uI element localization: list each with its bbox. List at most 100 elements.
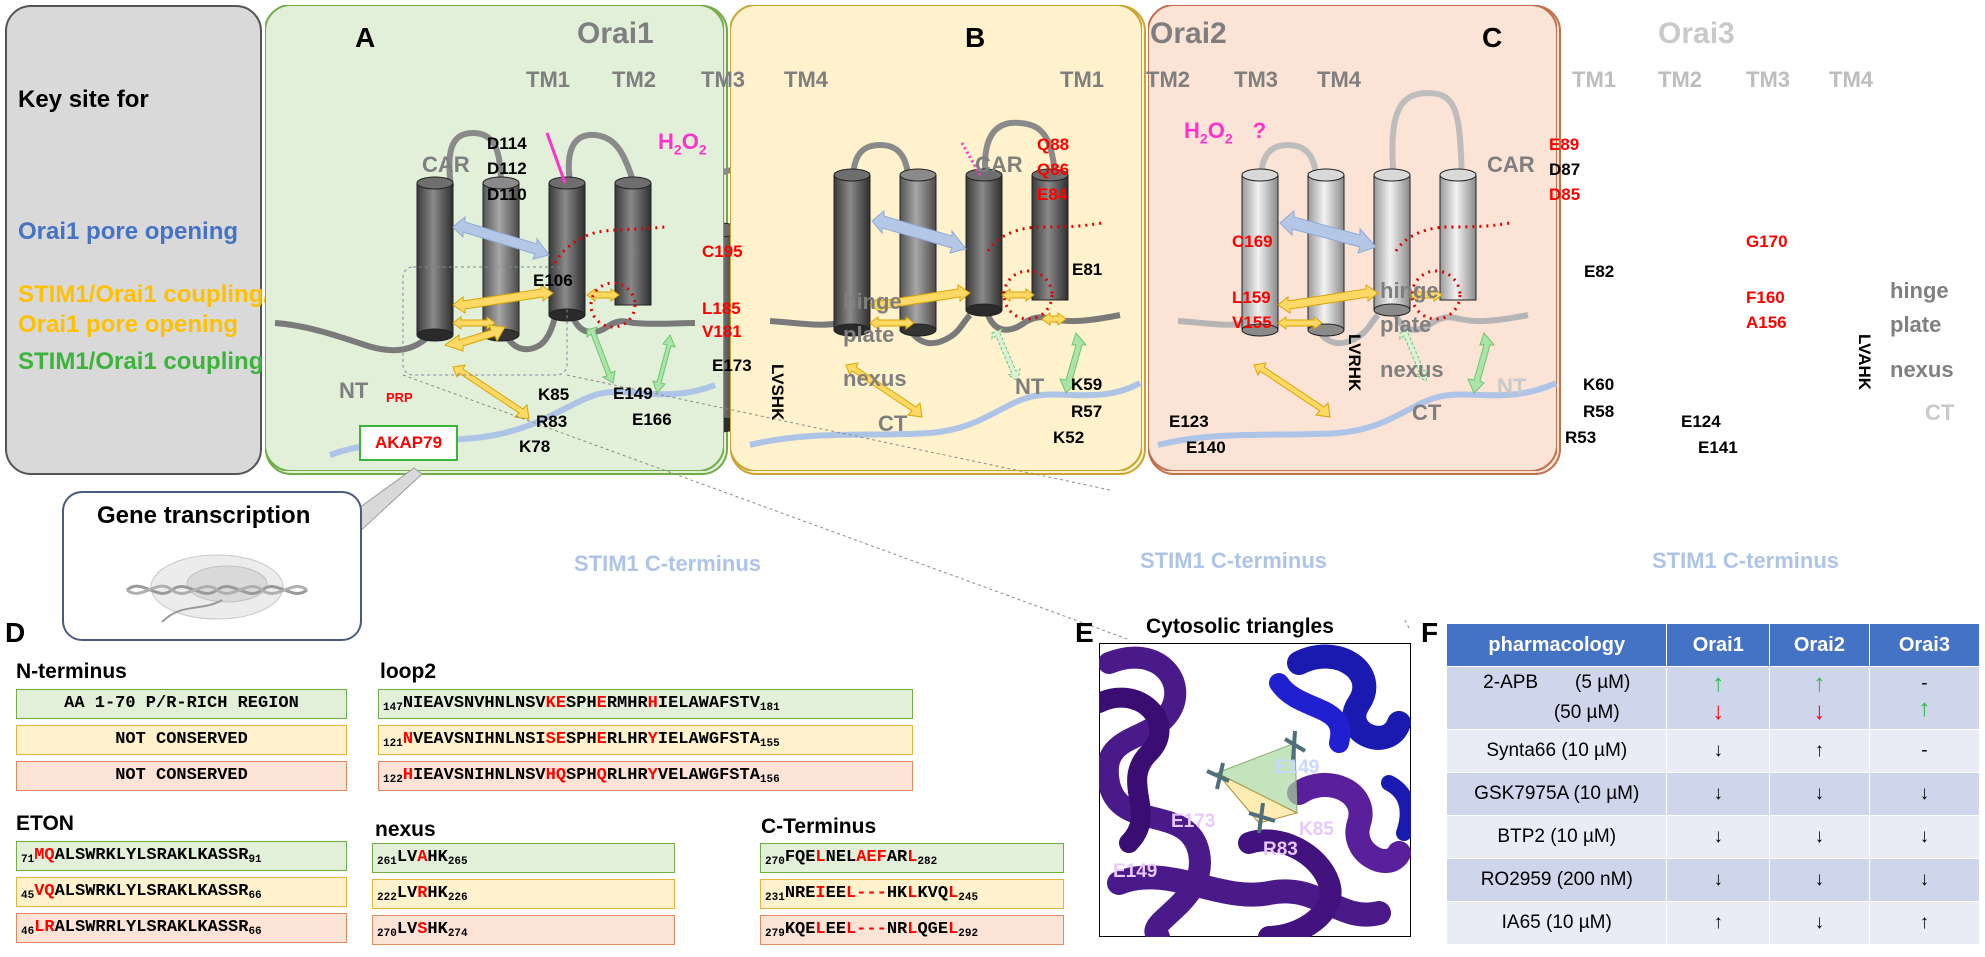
orai2-tm3 [965, 168, 1003, 317]
compound-ia65: IA65 (10 µM) [1445, 901, 1668, 945]
arrow-2apb50-orai3: ↑ [1918, 695, 1931, 722]
orai1-e106: E106 [533, 271, 573, 290]
triangle-label-r83: R83 [1263, 839, 1298, 860]
arrow-gsk-orai2: ↓ [1769, 772, 1870, 816]
header-pharmacology: pharmacology [1445, 623, 1668, 667]
orai3-e141: E141 [1698, 438, 1738, 457]
panel-c-label: C [1482, 22, 1503, 53]
orai3-k60: K60 [1583, 375, 1615, 394]
orai3-stim-label: STIM1 C-terminus [1652, 548, 1840, 573]
orai3-tm2-label: TM2 [1658, 67, 1702, 92]
arrow-ia65-orai2: ↓ [1769, 901, 1870, 945]
orai2-v155: V155 [1232, 313, 1272, 332]
orai2-tm4 [1031, 168, 1069, 301]
orai1-d114: D114 [487, 134, 527, 153]
n-terminus-title: N-terminus [16, 660, 127, 683]
triangle-label-k85: K85 [1299, 819, 1334, 840]
orai3-tm2 [1307, 168, 1345, 337]
panel-b-label: B [965, 22, 986, 53]
nexus-orai3: 270LVSHK274 [372, 915, 675, 945]
arrow-gsk-orai1: ↓ [1666, 772, 1771, 816]
orai1-plate-label: plate [843, 322, 895, 347]
orai2-q88: Q88 [1037, 135, 1070, 154]
orai1-car-label: CAR [422, 152, 470, 177]
orai2-stim-label: STIM1 C-terminus [1140, 548, 1328, 573]
orai2-hinge-label: hinge [1380, 278, 1439, 303]
eton-orai1: 71MQALSWRKLYLSRAKLKASSR91 [16, 841, 347, 871]
compound-gsk7975a: GSK7975A (10 µM) [1445, 772, 1668, 816]
n-terminus-orai3: NOT CONSERVED [16, 761, 347, 791]
table-row: BTP2 (10 µM) ↓ ↓ ↓ [1445, 815, 1981, 859]
orai1-tm2-label: TM2 [612, 67, 656, 92]
eton-orai3: 46LRALSWRRLYLSRAKLKASSR66 [16, 913, 347, 943]
orai2-lvrhk: LVRHK [1345, 334, 1364, 392]
orai2-k59: K59 [1071, 375, 1103, 394]
gene-transcription-label: Gene transcription [97, 502, 311, 529]
orai3-a156: A156 [1746, 313, 1787, 332]
compound-btp2: BTP2 (10 µM) [1445, 815, 1668, 859]
orai3-car-label: CAR [1487, 152, 1535, 177]
orai3-hinge-label: hinge [1890, 278, 1949, 303]
triangle-label-e173: E173 [1171, 811, 1215, 832]
orai2-plate-label: plate [1380, 312, 1432, 337]
orai3-g170: G170 [1746, 232, 1788, 251]
orai3-nt-label: NT [1497, 374, 1527, 399]
pharmacology-table: pharmacology Orai1 Orai2 Orai3 2-APB (5 … [1445, 623, 1981, 945]
arrow-btp2-orai2: ↓ [1769, 815, 1870, 859]
n-terminus-orai1: AA 1-70 P/R-RICH REGION [16, 689, 347, 719]
compound-2apb-50: (50 µM) [1553, 702, 1620, 723]
orai1-prp-label: PRP [386, 390, 413, 405]
arrow-ia65-orai1: ↑ [1666, 901, 1771, 945]
orai1-nexus-label: nexus [843, 366, 907, 391]
orai2-k52: K52 [1053, 428, 1085, 447]
akap79-box: AKAP79 [359, 425, 458, 461]
orai3-tm3 [1373, 168, 1411, 317]
orai1-stim-label: STIM1 C-terminus [574, 551, 762, 576]
arrow-ia65-orai3: ↑ [1868, 901, 1981, 945]
orai2-nt-label: NT [1015, 374, 1045, 399]
orai3-e124: E124 [1681, 412, 1721, 431]
panel-a-label: A [355, 22, 376, 53]
arrow-2apb5-orai2: ↑ [1813, 670, 1826, 697]
orai1-tm4 [614, 176, 652, 306]
nexus-orai1: 261LVAHK265 [372, 843, 675, 873]
orai1-k78: K78 [519, 437, 551, 456]
key-title: Key site for [18, 86, 149, 113]
orai3-e89: E89 [1549, 135, 1580, 154]
orai1-v181: V181 [702, 322, 742, 341]
orai3-plate-label: plate [1890, 312, 1942, 337]
orai2-e84: E84 [1037, 185, 1068, 204]
orai2-q86: Q86 [1037, 160, 1070, 179]
orai1-tm4-label: TM4 [784, 67, 828, 92]
orai1-tm1 [416, 176, 454, 342]
arrow-btp2-orai1: ↓ [1666, 815, 1771, 859]
panel-c-title: Orai3 [1658, 17, 1735, 50]
orai2-e140: E140 [1186, 438, 1226, 457]
arrow-ro2959-orai1: ↓ [1666, 858, 1771, 902]
orai1-c195: C195 [702, 242, 743, 261]
orai3-d85: D85 [1549, 185, 1581, 204]
orai2-h2o2: H2O2 ? [1184, 118, 1267, 147]
nexus-title: nexus [375, 818, 436, 841]
eton-title: ETON [16, 812, 74, 835]
panel-e-label: E [1075, 617, 1094, 648]
compound-synta66: Synta66 (10 µM) [1445, 729, 1668, 773]
triangle-label-e149-bottom: E149 [1113, 861, 1157, 882]
dna-nucleus-icon [126, 554, 308, 623]
orai1-nt-label: NT [339, 378, 369, 403]
orai3-tm4 [1439, 168, 1477, 301]
c-terminus-title: C-Terminus [761, 815, 877, 838]
orai1-e173: E173 [712, 356, 752, 375]
orai3-nexus-label: nexus [1890, 357, 1954, 382]
orai2-tm2 [899, 168, 937, 337]
arrow-2apb5-orai3: - [1921, 673, 1928, 694]
orai3-r53: R53 [1565, 428, 1597, 447]
orai2-l159: L159 [1232, 288, 1271, 307]
orai1-e166: E166 [632, 410, 672, 429]
orai1-tm3-label: TM3 [701, 67, 745, 92]
header-orai2: Orai2 [1769, 623, 1870, 667]
orai1-l185: L185 [702, 299, 741, 318]
nexus-orai2: 222LVRHK226 [372, 879, 675, 909]
orai3-d87: D87 [1549, 160, 1581, 179]
orai3-ct-label: CT [1925, 400, 1955, 425]
